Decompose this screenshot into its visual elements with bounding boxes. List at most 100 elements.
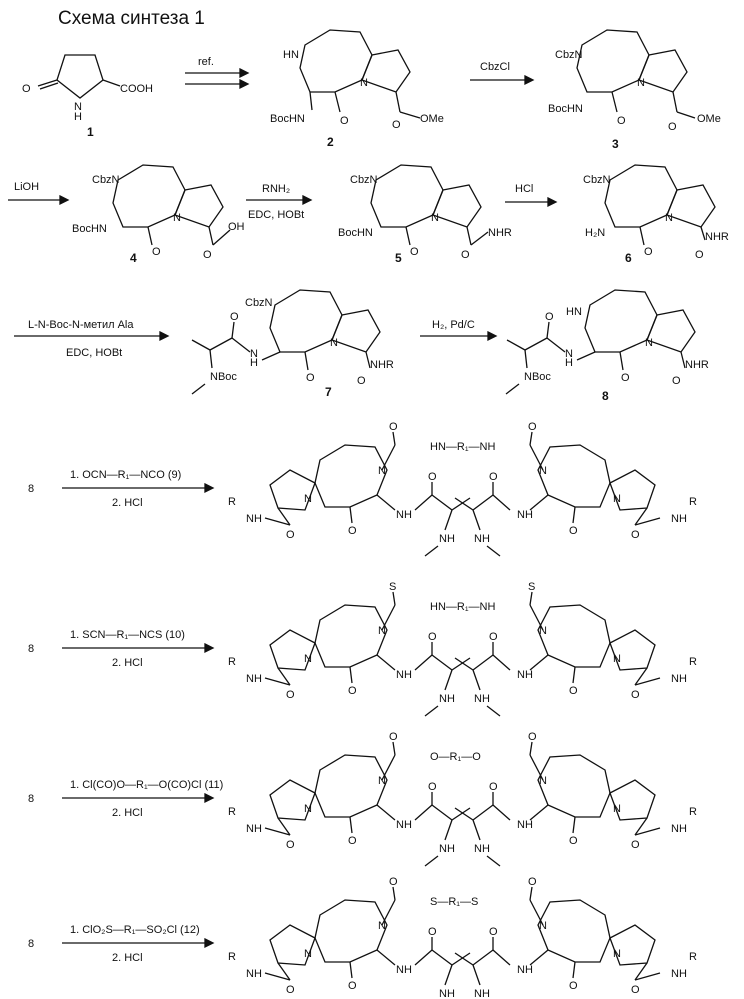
svg-text:N: N xyxy=(360,77,368,89)
svg-text:O: O xyxy=(489,631,498,643)
svg-text:NH: NH xyxy=(396,964,412,976)
svg-text:O: O xyxy=(392,119,401,131)
svg-text:HCl: HCl xyxy=(515,183,533,195)
svg-text:O: O xyxy=(528,421,537,433)
svg-text:O: O xyxy=(569,685,578,697)
svg-text:O: O xyxy=(286,689,295,701)
dimer-row-3: 81. Cl(CO)O—R₁—O(CO)Cl (11)2. HClNNONHRO… xyxy=(28,731,697,866)
svg-text:R: R xyxy=(228,951,236,963)
svg-text:N: N xyxy=(613,653,621,665)
svg-text:O: O xyxy=(695,249,704,261)
arrow-boc-methyl-ala: L-N-Boc-N-метил Ala EDC, HOBt xyxy=(14,319,168,359)
svg-text:NH: NH xyxy=(474,693,490,705)
svg-text:N: N xyxy=(431,212,439,224)
svg-text:S: S xyxy=(528,581,535,593)
svg-text:BocHN: BocHN xyxy=(270,113,305,125)
svg-text:O: O xyxy=(617,115,626,127)
svg-text:N: N xyxy=(645,337,653,349)
compound-number-3: 3 xyxy=(612,137,619,151)
compound-number-4: 4 xyxy=(130,251,137,265)
svg-text:NH: NH xyxy=(517,669,533,681)
svg-text:O: O xyxy=(528,731,537,743)
svg-text:NH: NH xyxy=(439,693,455,705)
svg-text:R: R xyxy=(689,656,697,668)
svg-text:NH: NH xyxy=(439,843,455,855)
svg-text:O: O xyxy=(489,926,498,938)
svg-text:O: O xyxy=(389,421,398,433)
svg-text:R: R xyxy=(689,951,697,963)
svg-text:O: O xyxy=(389,876,398,888)
svg-text:O: O xyxy=(672,375,681,387)
svg-text:NH: NH xyxy=(671,673,687,685)
svg-text:NH: NH xyxy=(396,669,412,681)
svg-text:NHR: NHR xyxy=(705,231,729,243)
svg-text:NHR: NHR xyxy=(488,227,512,239)
svg-text:O: O xyxy=(286,529,295,541)
svg-text:N: N xyxy=(637,77,645,89)
reagent-step-1: 1. OCN—R₁—NCO (9) xyxy=(70,469,181,481)
svg-text:NHR: NHR xyxy=(685,359,709,371)
svg-text:N: N xyxy=(539,465,547,477)
start-compound-8: 8 xyxy=(28,483,34,495)
svg-text:O: O xyxy=(428,926,437,938)
svg-text:L-N-Boc-N-метил Ala: L-N-Boc-N-метил Ala xyxy=(28,319,134,331)
svg-text:N: N xyxy=(304,803,312,815)
svg-text:NBoc: NBoc xyxy=(210,371,237,383)
svg-text:NH: NH xyxy=(439,533,455,545)
svg-text:NH: NH xyxy=(439,988,455,999)
svg-text:OMe: OMe xyxy=(697,113,721,125)
svg-text:O: O xyxy=(286,984,295,996)
reagent-step-1: 1. ClO₂S—R₁—SO₂Cl (12) xyxy=(70,924,200,936)
svg-text:H₂N: H₂N xyxy=(585,227,605,239)
svg-text:O: O xyxy=(569,980,578,992)
svg-text:O: O xyxy=(389,731,398,743)
svg-text:O: O xyxy=(631,839,640,851)
svg-text:NH: NH xyxy=(671,968,687,980)
compound-number-5: 5 xyxy=(395,251,402,265)
svg-text:NH: NH xyxy=(671,823,687,835)
svg-text:O: O xyxy=(668,121,677,133)
svg-text:O: O xyxy=(152,246,161,258)
svg-text:CbzN: CbzN xyxy=(245,297,273,309)
svg-text:CbzCl: CbzCl xyxy=(480,61,510,73)
svg-text:O: O xyxy=(569,835,578,847)
svg-text:ref.: ref. xyxy=(198,56,214,68)
svg-text:O: O xyxy=(357,375,366,387)
compound-1: O N H COOH 1 xyxy=(22,55,153,139)
compound-6: CbzN N H₂N O NHR O 6 xyxy=(583,165,729,265)
linker: HN—R₁—NH xyxy=(430,441,495,453)
start-compound-8: 8 xyxy=(28,643,34,655)
svg-text:O: O xyxy=(461,249,470,261)
dimer-row-2: 81. SCN—R₁—NCS (10)2. HClNNONHRONHONHNNO… xyxy=(28,581,697,716)
arrow-ref: ref. xyxy=(185,56,248,88)
svg-text:O: O xyxy=(306,372,315,384)
svg-text:NH: NH xyxy=(517,964,533,976)
compound-number-8: 8 xyxy=(602,389,609,403)
compound-8: HN N H N O NBoc O NHR O 8 xyxy=(506,290,709,403)
svg-text:N: N xyxy=(665,212,673,224)
svg-text:O: O xyxy=(348,685,357,697)
svg-text:NH: NH xyxy=(246,823,262,835)
svg-text:O: O xyxy=(569,525,578,537)
arrow-hcl-1: HCl xyxy=(505,183,556,206)
svg-text:R: R xyxy=(689,496,697,508)
svg-text:N: N xyxy=(539,775,547,787)
svg-text:BocHN: BocHN xyxy=(548,103,583,115)
svg-text:N: N xyxy=(330,337,338,349)
svg-text:N: N xyxy=(378,465,386,477)
svg-text:R: R xyxy=(228,806,236,818)
svg-text:N: N xyxy=(565,348,573,360)
svg-text:O: O xyxy=(203,249,212,261)
svg-text:N: N xyxy=(378,625,386,637)
svg-text:O: O xyxy=(230,311,239,323)
svg-text:S: S xyxy=(389,581,396,593)
svg-text:R: R xyxy=(228,496,236,508)
arrow-lioh: LiOH xyxy=(8,181,68,204)
svg-text:N: N xyxy=(378,775,386,787)
svg-text:NH: NH xyxy=(517,819,533,831)
svg-text:HN: HN xyxy=(566,306,582,318)
svg-text:O: O xyxy=(428,631,437,643)
svg-text:BocHN: BocHN xyxy=(72,223,107,235)
compound-2: HN N BocHN O OMe O 2 xyxy=(270,30,444,149)
svg-text:O: O xyxy=(348,835,357,847)
